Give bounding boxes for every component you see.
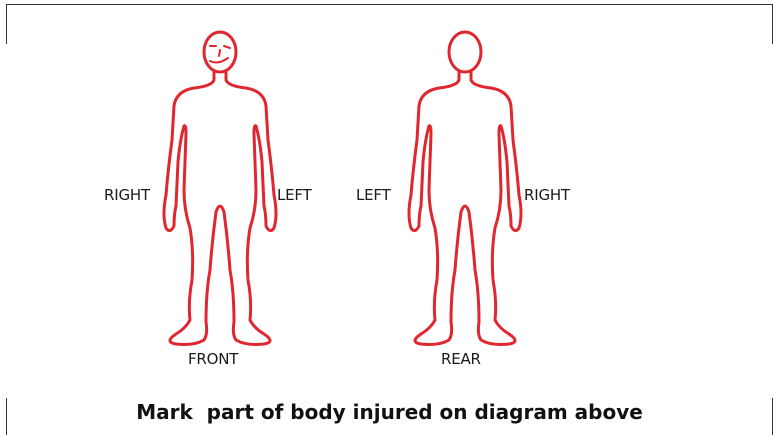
rear-body-diagram[interactable] [395, 30, 535, 350]
front-face-mouth [210, 58, 228, 62]
frame-left-border [6, 4, 7, 44]
instruction-caption: Mark part of body injured on diagram abo… [0, 400, 779, 424]
rear-body-outline[interactable] [395, 30, 535, 350]
frame-top-border [6, 4, 773, 5]
front-body-outline[interactable] [150, 30, 290, 350]
rear-view-label: REAR [441, 350, 481, 368]
rear-body-trunk[interactable] [409, 72, 521, 345]
rear-head[interactable] [449, 32, 481, 72]
rear-right-label: RIGHT [524, 186, 570, 204]
front-view-label: FRONT [188, 350, 238, 368]
rear-left-label: LEFT [356, 186, 391, 204]
frame-right-border [772, 4, 773, 44]
front-body-diagram[interactable] [150, 30, 290, 350]
front-left-label: LEFT [277, 186, 312, 204]
front-body-trunk[interactable] [164, 72, 276, 345]
front-face-eye-right [224, 46, 230, 48]
front-face-nose [219, 50, 220, 56]
front-right-label: RIGHT [104, 186, 150, 204]
